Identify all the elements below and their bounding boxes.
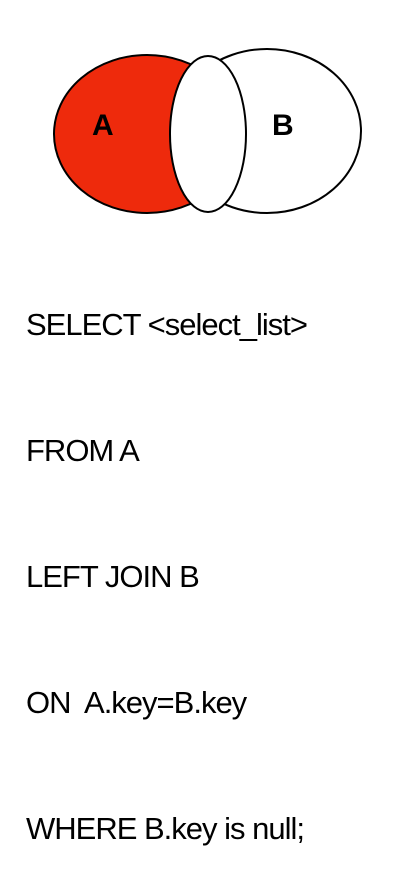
venn-diagram: A B [53, 48, 362, 214]
sql-line-join: LEFT JOIN B [26, 559, 200, 594]
set-a-label: A [92, 109, 114, 142]
sql-query: SELECT <select_list> FROM A LEFT JOIN B … [26, 220, 308, 884]
intersection-region [169, 55, 247, 213]
sql-line-on: ON A.key=B.key [26, 685, 247, 720]
sql-line-from: FROM A [26, 433, 140, 468]
sql-line-select: SELECT <select_list> [26, 307, 308, 342]
set-b-label: B [272, 109, 294, 142]
sql-line-where: WHERE B.key is null; [26, 811, 305, 846]
